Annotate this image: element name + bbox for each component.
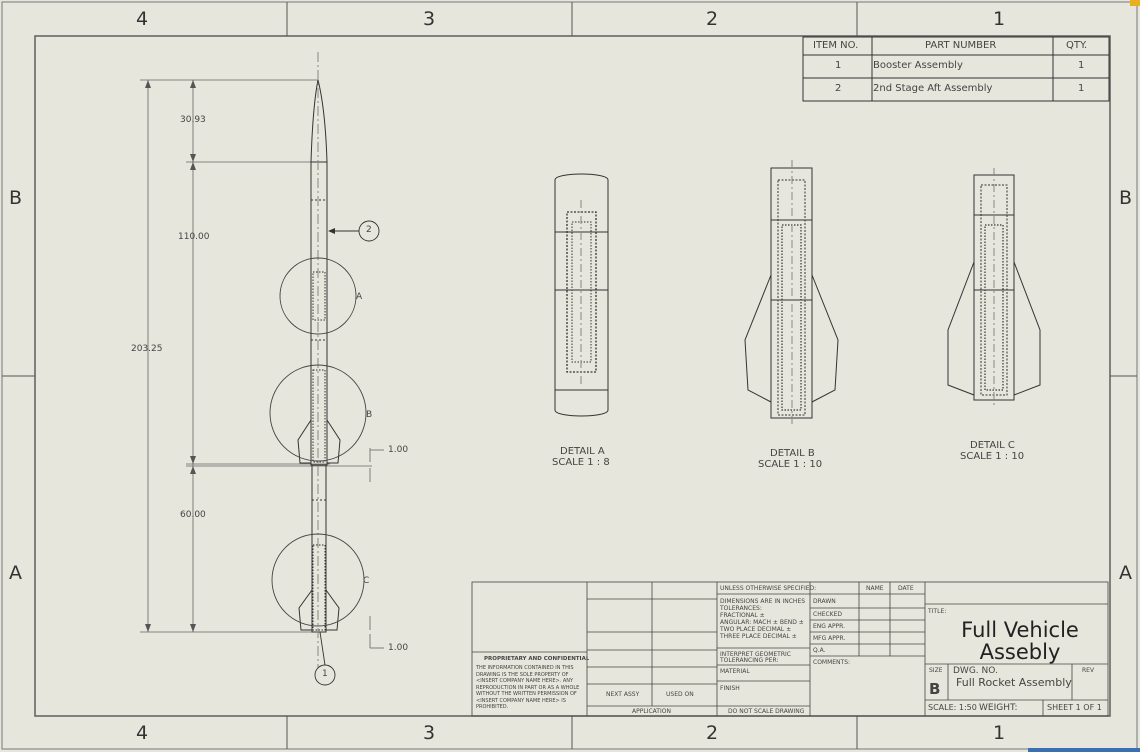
size-value: B: [929, 680, 941, 698]
dwg-no-label: DWG. NO.: [953, 666, 998, 676]
detail-a-title: DETAIL A: [560, 446, 605, 457]
comments-label: COMMENTS:: [813, 659, 851, 666]
balloon-1-label: 1: [322, 669, 328, 679]
detail-a-scale: SCALE 1 : 8: [552, 457, 610, 468]
unless-label: UNLESS OTHERWISE SPECIFIED:: [720, 585, 817, 592]
detail-c-scale: SCALE 1 : 10: [960, 451, 1025, 462]
dim-booster-length: 60.00: [180, 510, 206, 520]
proprietary-title: PROPRIETARY AND CONFIDENTIAL: [484, 656, 590, 662]
zone-bottom-2: 2: [706, 722, 719, 744]
zone-top-4: 4: [136, 8, 149, 30]
finish-label: FINISH: [720, 685, 740, 692]
detail-b-scale: SCALE 1 : 10: [758, 459, 823, 470]
detail-marker-a: A: [356, 292, 363, 302]
dim-overall-length: 203.25: [131, 344, 163, 354]
bom-header-qty: QTY.: [1066, 40, 1088, 51]
dim-gap-lower: 1.00: [388, 643, 409, 653]
bom-row-1-qty: 1: [1078, 60, 1085, 71]
bom-row-2-item: 2: [835, 83, 842, 94]
zone-top-3: 3: [423, 8, 436, 30]
zone-top-1: 1: [993, 8, 1006, 30]
dim-nose-length: 30.93: [180, 115, 206, 125]
dwg-no-value: Full Rocket Assembly: [956, 676, 1072, 689]
drawing-title-line1: Full Vehicle: [961, 618, 1079, 642]
next-assy-label: NEXT ASSY: [606, 691, 640, 698]
material-label: MATERIAL: [720, 668, 750, 675]
application-label: APPLICATION: [632, 708, 671, 715]
dims-inches-label: DIMENSIONS ARE IN INCHES: [720, 598, 806, 605]
zone-bottom-1: 1: [993, 722, 1006, 744]
zone-bottom-3: 3: [423, 722, 436, 744]
detail-c-title: DETAIL C: [970, 440, 1015, 451]
name-header: NAME: [866, 585, 884, 592]
bom-row-2-part: 2nd Stage Aft Assembly: [873, 83, 993, 94]
tolerances-label: TOLERANCES:: [720, 605, 762, 612]
bom-header-item: ITEM NO.: [813, 40, 859, 51]
bom-row-1-item: 1: [835, 60, 842, 71]
dim-gap-upper: 1.00: [388, 445, 409, 455]
drawn-label: DRAWN: [813, 598, 836, 605]
size-label: SIZE: [929, 667, 943, 674]
corner-accent: [1130, 0, 1140, 6]
zone-right-b: B: [1119, 187, 1133, 209]
bom-row-1-part: Booster Assembly: [873, 60, 963, 71]
dim-upper-body-length: 110.00: [178, 232, 210, 242]
weight-label: WEIGHT:: [979, 703, 1018, 713]
qa-label: Q.A.: [813, 647, 826, 654]
checked-label: CHECKED: [813, 611, 843, 618]
bottom-accent: [1028, 748, 1140, 752]
do-not-scale-label: DO NOT SCALE DRAWING: [728, 708, 805, 715]
drawing-title-line2: Assebly: [979, 640, 1061, 664]
scale-label: SCALE: 1:50: [928, 703, 977, 712]
zone-bottom-4: 4: [136, 722, 149, 744]
rev-label: REV: [1082, 667, 1095, 674]
two-place-label: TWO PLACE DECIMAL ±: [720, 626, 792, 633]
interpret-label: INTERPRET GEOMETRIC: [720, 651, 791, 658]
eng-appr-label: ENG APPR.: [813, 623, 846, 630]
zone-left-b: B: [9, 187, 23, 209]
balloon-2-label: 2: [366, 225, 372, 235]
tolerancing-label: TOLERANCING PER:: [720, 657, 779, 664]
detail-marker-b: B: [366, 410, 373, 420]
angular-label: ANGULAR: MACH ± BEND ±: [720, 619, 804, 626]
zone-right-a: A: [1119, 562, 1132, 584]
used-on-label: USED ON: [666, 691, 694, 698]
date-header: DATE: [898, 585, 914, 592]
fractional-label: FRACTIONAL ±: [720, 612, 765, 619]
sheet-label: SHEET 1 OF 1: [1047, 703, 1102, 712]
mfg-appr-label: MFG APPR.: [813, 635, 846, 642]
zone-top-2: 2: [706, 8, 719, 30]
bom-header-part: PART NUMBER: [925, 40, 997, 51]
zone-left-a: A: [9, 562, 22, 584]
detail-b-title: DETAIL B: [770, 448, 815, 459]
title-label: TITLE:: [928, 608, 947, 615]
three-place-label: THREE PLACE DECIMAL ±: [720, 633, 797, 640]
bom-row-2-qty: 1: [1078, 83, 1085, 94]
proprietary-text: THE INFORMATION CONTAINED IN THIS DRAWIN…: [476, 665, 580, 710]
detail-marker-c: C: [363, 576, 370, 586]
